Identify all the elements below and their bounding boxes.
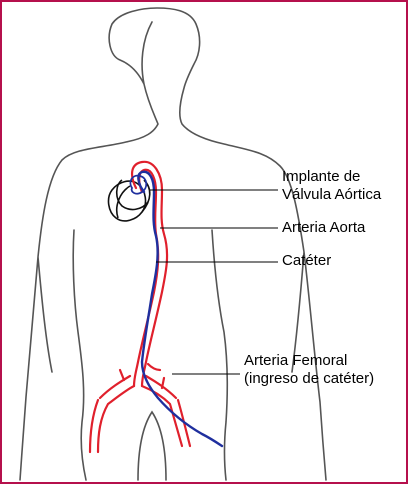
femoral-label-line1: Arteria Femoral <box>244 352 347 369</box>
catheter-label: Catéter <box>282 252 331 269</box>
torso-left-outline <box>73 230 86 480</box>
aorta-label: Arteria Aorta <box>282 219 365 236</box>
femoral-label-line2: (ingreso de catéter) <box>244 370 374 387</box>
valve-label-line1: Implante de <box>282 168 360 185</box>
torso-right-outline <box>212 230 227 480</box>
artery-drawing <box>90 162 190 452</box>
body-outline <box>20 8 326 480</box>
heart-drawing <box>109 180 150 221</box>
leader-lines <box>150 190 278 374</box>
valve-label-line2: Válvula Aórtica <box>282 186 381 203</box>
crotch-outline <box>138 412 166 480</box>
